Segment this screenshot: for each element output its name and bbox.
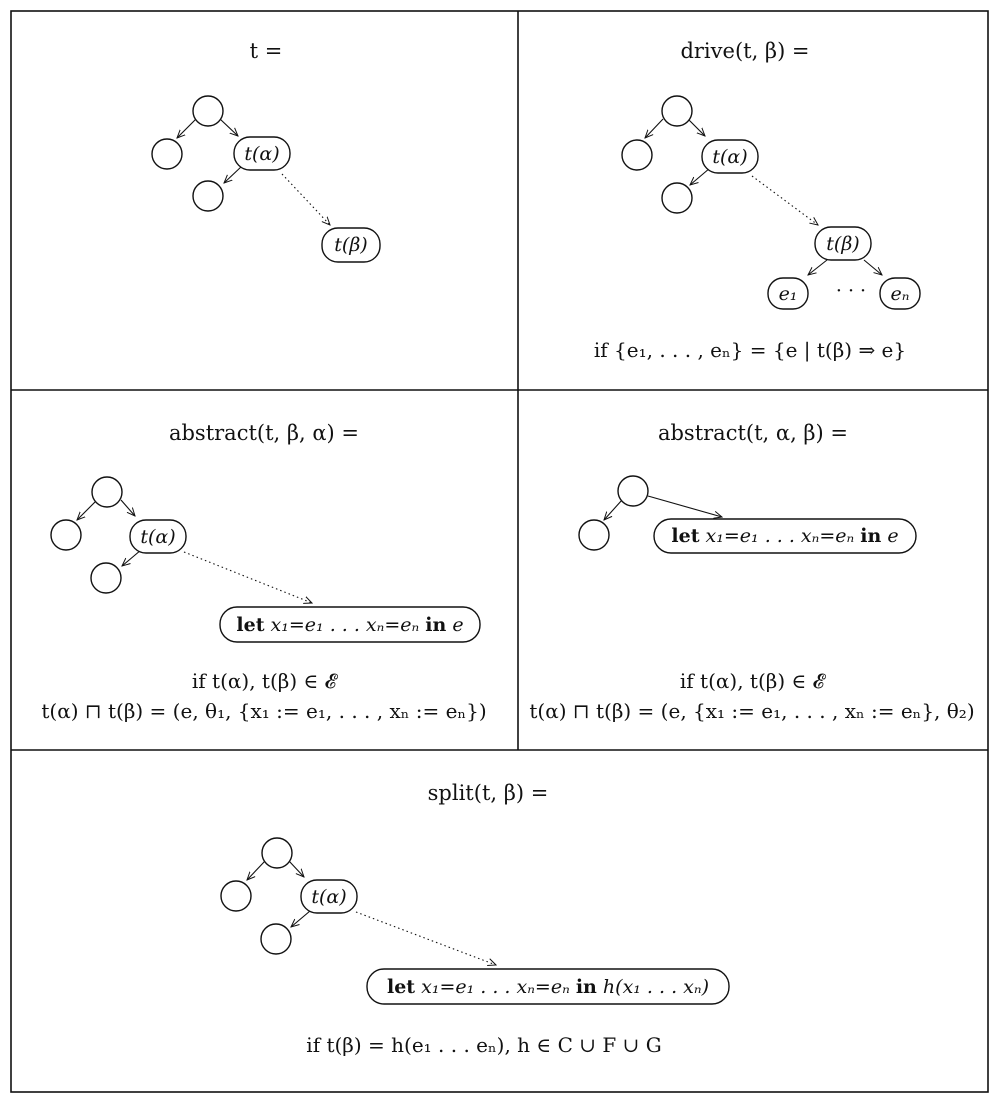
let-node-label: let x₁=e₁ . . . xₙ=eₙ in e: [671, 525, 898, 547]
node-e1-label: e₁: [779, 283, 798, 305]
tree-node: [151, 138, 183, 170]
tree-node: [220, 880, 252, 912]
node-t-alpha-label: t(α): [712, 146, 747, 168]
node-t-beta-label: t(β): [826, 233, 859, 255]
panel-abstract-beta-alpha: abstract(t, β, α) = t(α) let x₁=e₁ . . .…: [41, 421, 486, 723]
condition-line-2: t(α) ⊓ t(β) = (e, θ₁, {x₁ := e₁, . . . ,…: [41, 699, 486, 723]
node-t-alpha: [129, 519, 187, 554]
panel-title: t =: [250, 39, 283, 63]
panel-title: drive(t, β) =: [680, 39, 809, 63]
tree-node: [661, 95, 693, 127]
node-en-label: eₙ: [891, 283, 910, 305]
condition-text: if {e₁, . . . , eₙ} = {e | t(β) ⇒ e}: [594, 338, 906, 363]
node-t-alpha-label: t(α): [244, 143, 279, 165]
panel-title: split(t, β) =: [428, 781, 549, 805]
node-t-alpha: [233, 136, 291, 171]
tree-node: [192, 180, 224, 212]
let-node: [653, 518, 917, 554]
tree-node: [621, 139, 653, 171]
tree-node: [91, 476, 123, 508]
node-t-alpha: [300, 879, 358, 914]
node-t-alpha-label: t(α): [311, 886, 346, 908]
node-t-alpha-label: t(α): [140, 526, 175, 548]
panel-title: abstract(t, α, β) =: [658, 421, 848, 445]
let-node: [366, 968, 730, 1005]
tree-node: [578, 519, 610, 551]
let-node: [219, 606, 481, 643]
panel-abstract-alpha-beta: abstract(t, α, β) = let x₁=e₁ . . . xₙ=e…: [529, 421, 974, 723]
node-t-beta-label: t(β): [334, 234, 367, 256]
panel-drive: drive(t, β) = t(α) t(β) e₁ · · · eₙ if {…: [594, 39, 921, 363]
let-node-label: let x₁=e₁ . . . xₙ=eₙ in e: [236, 614, 463, 636]
panel-t: t = t(α) t(β): [151, 39, 381, 263]
tree-node: [192, 95, 224, 127]
condition-line-2: t(α) ⊓ t(β) = (e, {x₁ := e₁, . . . , xₙ …: [529, 699, 974, 723]
tree-node: [90, 562, 122, 594]
node-e1: [767, 277, 809, 310]
node-en: [879, 277, 921, 310]
let-node-label: let x₁=e₁ . . . xₙ=eₙ in h(x₁ . . . xₙ): [387, 976, 709, 998]
tree-node: [260, 923, 292, 955]
condition-line-1: if t(α), t(β) ∈ 𝓔: [680, 669, 827, 693]
panel-split: split(t, β) = t(α) let x₁=e₁ . . . xₙ=eₙ…: [220, 781, 730, 1057]
node-t-beta: [321, 227, 381, 263]
node-t-beta: [814, 226, 872, 261]
panel-title: abstract(t, β, α) =: [169, 421, 359, 445]
ellipsis: · · ·: [836, 280, 866, 302]
node-t-alpha: [701, 139, 759, 174]
condition-text: if t(β) = h(e₁ . . . eₙ), h ∈ C ∪ F ∪ G: [306, 1033, 661, 1057]
condition-line-1: if t(α), t(β) ∈ 𝓔: [192, 669, 339, 693]
tree-node: [617, 475, 649, 507]
panel-grid: [10, 10, 989, 1093]
tree-node: [50, 519, 82, 551]
tree-node: [261, 837, 293, 869]
tree-node: [661, 182, 693, 214]
